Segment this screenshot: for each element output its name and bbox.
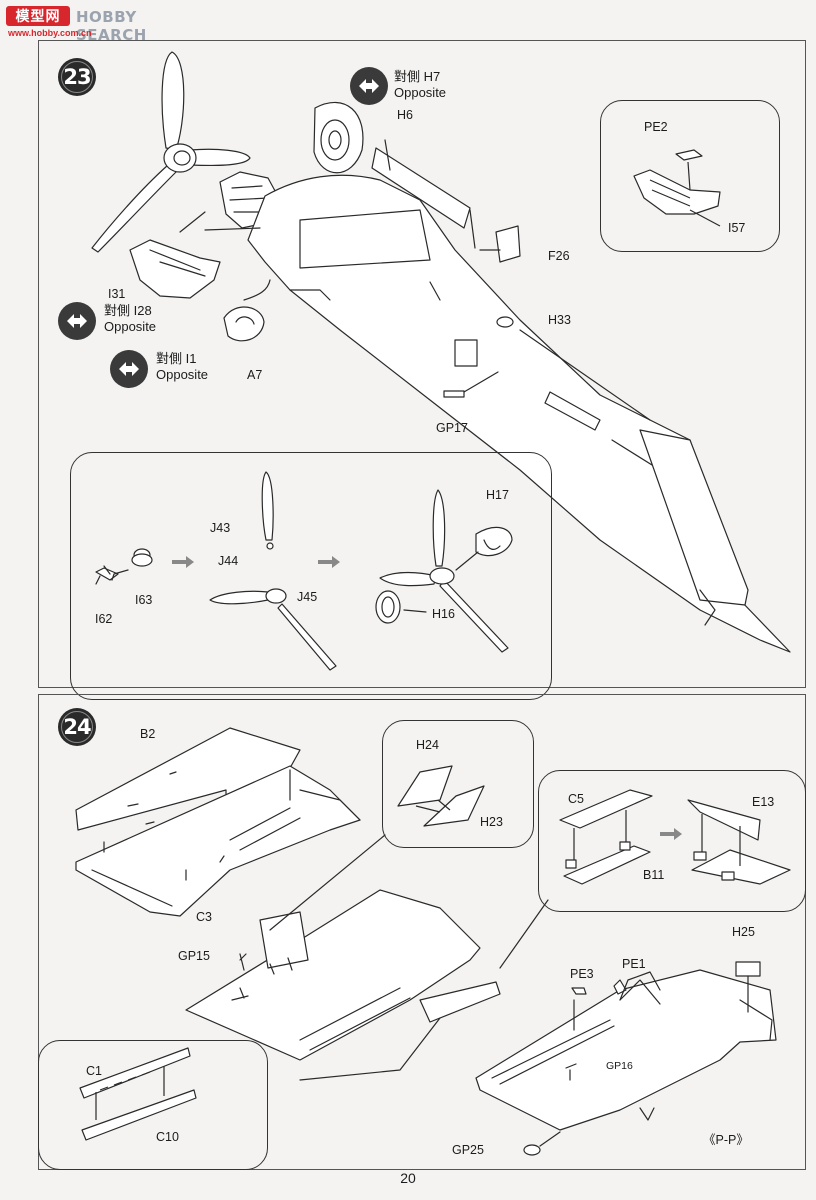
label-i62: I62	[95, 612, 113, 626]
view-tag-pp: 《P-P》	[703, 1133, 749, 1147]
label-c5: C5	[568, 792, 584, 806]
watermark-brand: HOBBY SEARCH	[76, 8, 147, 44]
label-a7: A7	[247, 368, 263, 382]
inset-pe2-i57	[600, 100, 780, 252]
step-24-panel	[38, 694, 806, 1170]
inset-h24-h23	[382, 720, 534, 848]
inset-propeller-drawing	[95, 471, 513, 671]
label-gp16: GP16	[606, 1060, 633, 1072]
note-opposite-i1: 對側 I1 Opposite	[156, 351, 209, 382]
inset-h24-drawing	[397, 765, 485, 827]
label-j44: J44	[218, 554, 239, 568]
step-23-badge: 23	[58, 58, 96, 96]
inset-c1-c10	[38, 1040, 268, 1170]
label-j43: J43	[210, 521, 231, 535]
label-f26: F26	[548, 249, 570, 263]
inset-c5-drawing	[559, 789, 791, 885]
inset-propeller-assembly	[70, 452, 552, 700]
label-i31: I31	[108, 287, 126, 301]
label-pe1: PE1	[622, 957, 646, 971]
inset-pe2-drawing	[633, 149, 721, 227]
label-i63: I63	[135, 593, 153, 607]
page-number: 20	[400, 1170, 416, 1186]
opposite-icon	[58, 302, 96, 340]
watermark: 模型网 HOBBY SEARCH www.hobby.com.cn	[4, 4, 174, 44]
label-h25: H25	[732, 925, 755, 939]
label-h6: H6	[397, 108, 413, 122]
label-gp15: GP15	[178, 949, 210, 963]
step-23-fuselage-drawing	[91, 51, 791, 653]
note-opposite-i28: 對側 I28 Opposite	[104, 303, 157, 334]
label-e13: E13	[752, 795, 775, 809]
label-b11: B11	[643, 868, 665, 882]
label-h17: H17	[486, 488, 509, 502]
label-c3: C3	[196, 910, 212, 924]
label-pe2: PE2	[644, 120, 668, 134]
label-h33: H33	[548, 313, 571, 327]
watermark-logo: 模型网	[6, 6, 70, 26]
label-h23: H23	[480, 815, 503, 829]
label-gp17: GP17	[436, 421, 468, 435]
label-c10: C10	[156, 1130, 179, 1144]
label-h16: H16	[432, 607, 455, 621]
note-opposite-h7: 對側 H7 Opposite	[394, 69, 447, 100]
watermark-url: www.hobby.com.cn	[8, 28, 92, 38]
label-gp25: GP25	[452, 1143, 484, 1157]
inset-c5-b11-e13	[538, 770, 806, 912]
label-j45: J45	[297, 590, 318, 604]
opposite-icon	[110, 350, 148, 388]
label-h24: H24	[416, 738, 439, 752]
label-pe3: PE3	[570, 967, 594, 981]
label-i57: I57	[728, 221, 746, 235]
label-c1: C1	[86, 1064, 102, 1078]
step-23-panel	[38, 40, 806, 688]
label-b2: B2	[140, 727, 156, 741]
step-24-badge: 24	[58, 708, 96, 746]
opposite-icon	[350, 67, 388, 105]
